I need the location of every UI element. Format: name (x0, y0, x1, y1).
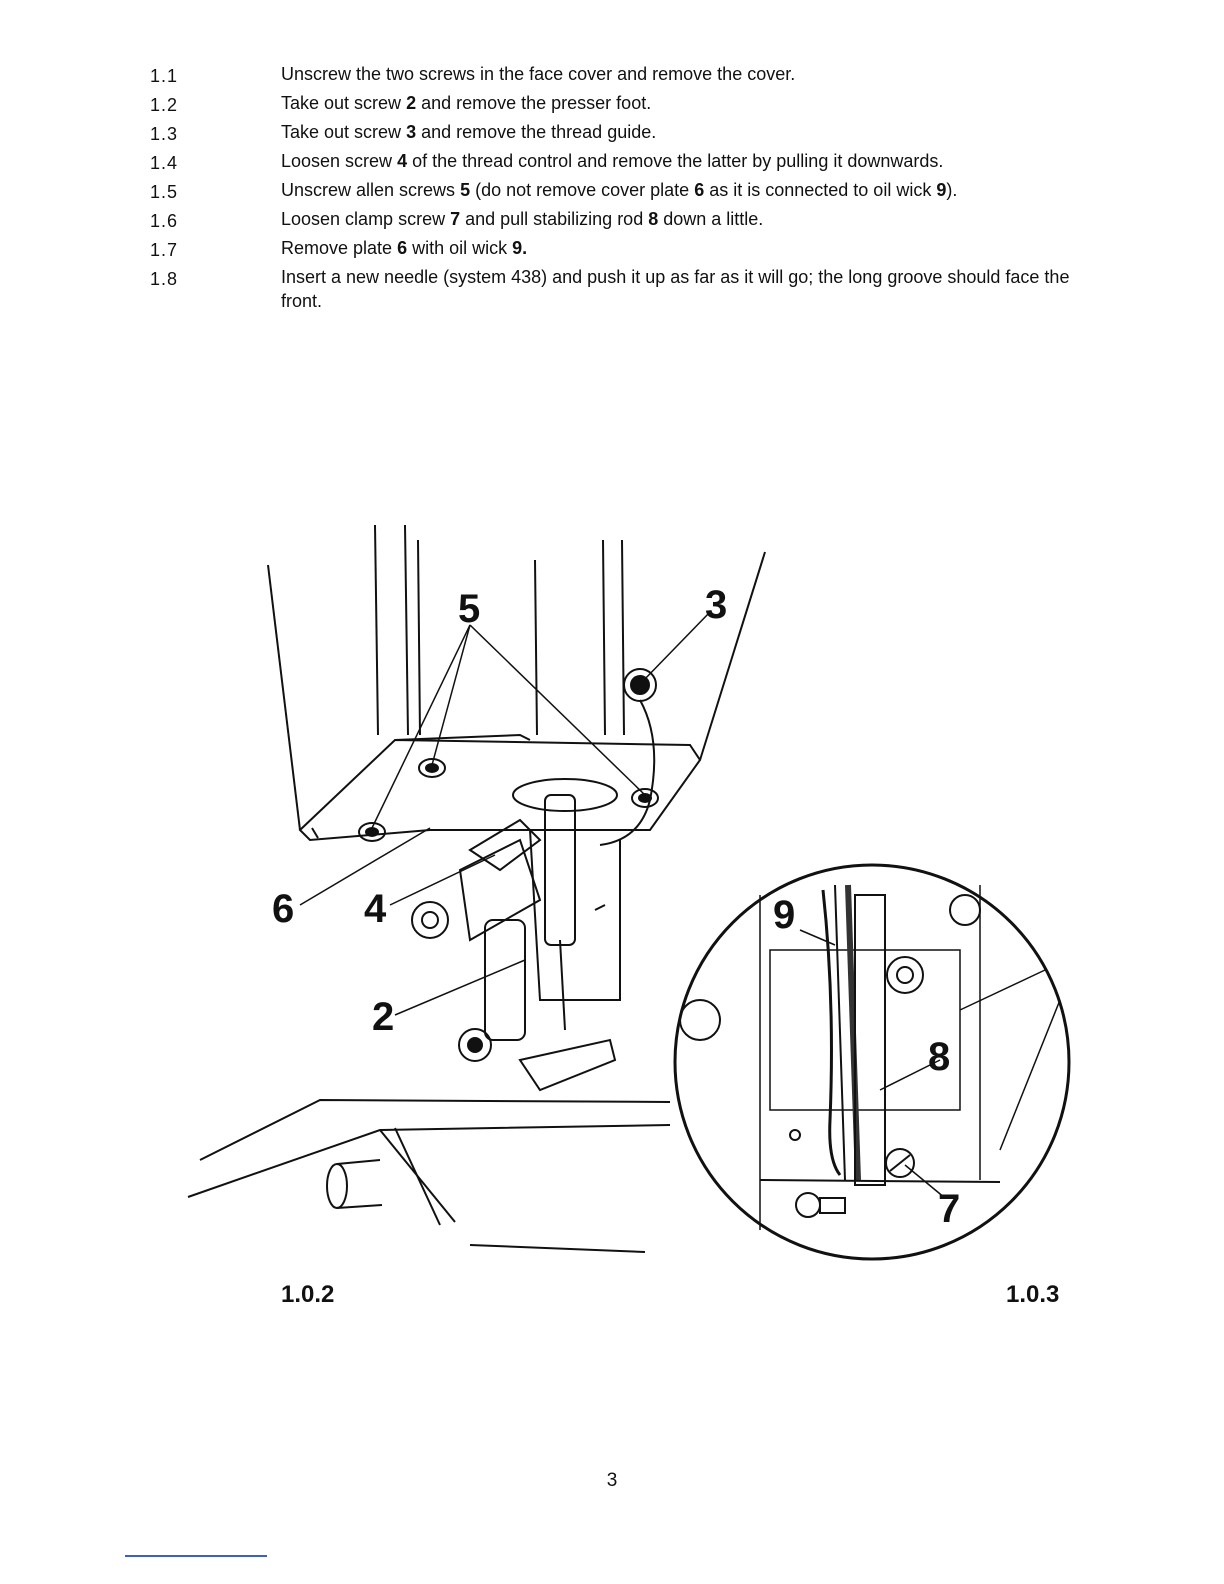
part-number-ref: 9. (512, 238, 528, 258)
figure-caption-right: 1.0.3 (1006, 1281, 1060, 1308)
callout-8: 8 (928, 1035, 950, 1079)
step-text: Unscrew allen screws 5 (do not remove co… (281, 178, 1081, 202)
step-text-run: as it is connected to oil wick (704, 180, 937, 200)
step-text: Remove plate 6 with oil wick 9. (281, 236, 1081, 260)
part-number-ref: 9 (936, 180, 947, 200)
machine-head-drawing (187, 524, 766, 1253)
callout-6: 6 (272, 887, 294, 931)
step-text: Unscrew the two screws in the face cover… (281, 62, 1081, 86)
step-text-run: Loosen clamp screw (281, 209, 451, 229)
step-text-run: (do not remove cover plate (470, 180, 695, 200)
step-text-run: Unscrew allen screws (281, 180, 461, 200)
callout-leaders (299, 611, 711, 1016)
detail-inset (673, 863, 1071, 1261)
inset-leaders (799, 929, 946, 1199)
sewing-machine-illustration: 5 3 6 4 2 9 8 7 (187, 524, 1071, 1261)
part-number-ref: 4 (397, 151, 408, 171)
callout-7: 7 (938, 1187, 960, 1231)
step-text-run: Unscrew the two screws in the face cover… (281, 64, 796, 84)
callout-5: 5 (458, 587, 480, 631)
step-number: 1.7 (150, 240, 179, 260)
part-number-ref: 5 (460, 180, 471, 200)
step-text-run: of the thread control and remove the lat… (407, 151, 944, 171)
step-number: 1.8 (150, 269, 179, 289)
part-number-ref: 6 (694, 180, 705, 200)
callout-9: 9 (773, 893, 795, 937)
step-text: Insert a new needle (system 438) and pus… (281, 265, 1081, 313)
step-text: Take out screw 3 and remove the thread g… (281, 120, 1081, 144)
step-text-run: Remove plate (281, 238, 398, 258)
step-number: 1.6 (150, 211, 179, 231)
step-number: 1.2 (150, 95, 179, 115)
step-text-run: ). (946, 180, 958, 200)
step-number: 1.1 (150, 66, 179, 86)
part-number-ref: 2 (406, 93, 417, 113)
part-number-ref: 7 (450, 209, 461, 229)
step-number: 1.5 (150, 182, 179, 202)
callout-3: 3 (705, 583, 727, 627)
step-text-run: Take out screw (281, 93, 407, 113)
step-text-run: Take out screw (281, 122, 407, 142)
callout-2: 2 (372, 995, 394, 1039)
figure-caption-left: 1.0.2 (281, 1281, 335, 1308)
step-text: Loosen clamp screw 7 and pull stabilizin… (281, 207, 1081, 231)
part-number-ref: 6 (397, 238, 408, 258)
footer-rule (125, 1555, 267, 1557)
part-number-ref: 3 (406, 122, 417, 142)
step-text-run: Loosen screw (281, 151, 398, 171)
step-text-run: and remove the thread guide. (416, 122, 657, 142)
step-text-run: and remove the presser foot. (416, 93, 652, 113)
page-number: 3 (606, 1470, 618, 1491)
part-number-ref: 8 (648, 209, 659, 229)
step-text: Loosen screw 4 of the thread control and… (281, 149, 1081, 173)
step-text-run: Insert a new needle (system 438) and pus… (281, 267, 1070, 311)
step-text: Take out screw 2 and remove the presser … (281, 91, 1081, 115)
step-text-run: with oil wick (407, 238, 513, 258)
step-number: 1.4 (150, 153, 179, 173)
step-text-run: down a little. (658, 209, 764, 229)
callout-4: 4 (364, 887, 387, 931)
step-text-run: and pull stabilizing rod (460, 209, 649, 229)
step-number: 1.3 (150, 124, 179, 144)
